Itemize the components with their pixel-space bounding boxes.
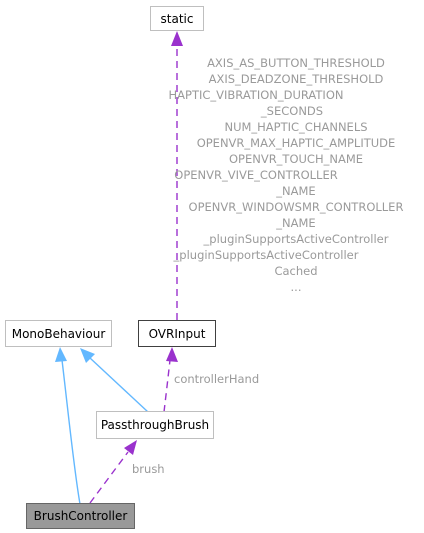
member-item: OPENVR_WINDOWSMR_CONTROLLER: [188, 200, 404, 214]
edge-label-brush: brush: [132, 462, 165, 476]
member-item: _pluginSupportsActiveController: [173, 248, 359, 262]
arrowhead-ovrinput: [166, 347, 178, 362]
arrowhead-mono-2: [80, 348, 95, 363]
node-brushcontroller-label: BrushController: [33, 509, 128, 523]
node-monobehaviour-label: MonoBehaviour: [11, 326, 106, 341]
edge-passthroughbrush-monobehaviour: [89, 357, 149, 413]
node-static[interactable]: static: [150, 6, 204, 31]
node-monobehaviour[interactable]: MonoBehaviour: [5, 320, 112, 347]
edge-passthroughbrush-ovrinput: [163, 359, 171, 413]
member-item: NUM_HAPTIC_CHANNELS: [224, 120, 368, 134]
member-item: OPENVR_TOUCH_NAME: [228, 152, 364, 166]
member-item: AXIS_AS_BUTTON_THRESHOLD: [207, 56, 385, 70]
node-ovrinput-label: OVRInput: [148, 326, 206, 341]
arrowhead-static: [171, 31, 183, 46]
member-item: AXIS_DEADZONE_THRESHOLD: [208, 72, 384, 86]
node-static-label: static: [160, 11, 194, 26]
member-item: ...: [290, 280, 302, 294]
node-passthroughbrush[interactable]: PassthroughBrush: [96, 411, 214, 439]
arrowhead-mono-1: [55, 347, 67, 362]
member-item: _SECONDS: [260, 104, 324, 118]
static-members-list: AXIS_AS_BUTTON_THRESHOLD AXIS_DEADZONE_T…: [168, 55, 424, 295]
member-item: Cached: [274, 264, 318, 278]
edge-brushcontroller-passthroughbrush: [89, 451, 129, 504]
member-item: _pluginSupportsActiveController: [203, 232, 389, 246]
member-item: HAPTIC_VIBRATION_DURATION: [168, 88, 344, 102]
member-item: OPENVR_MAX_HAPTIC_AMPLITUDE: [196, 136, 396, 150]
member-item: OPENVR_VIVE_CONTROLLER: [174, 168, 338, 182]
member-item: _NAME: [276, 216, 316, 230]
member-item: _NAME: [276, 184, 316, 198]
edge-brushcontroller-monobehaviour: [61, 359, 81, 505]
node-brushcontroller: BrushController: [26, 503, 135, 529]
arrowhead-passthroughbrush: [124, 440, 137, 455]
edge-label-controllerhand: controllerHand: [174, 372, 260, 386]
node-ovrinput[interactable]: OVRInput: [138, 320, 216, 347]
node-passthroughbrush-label: PassthroughBrush: [100, 418, 210, 432]
